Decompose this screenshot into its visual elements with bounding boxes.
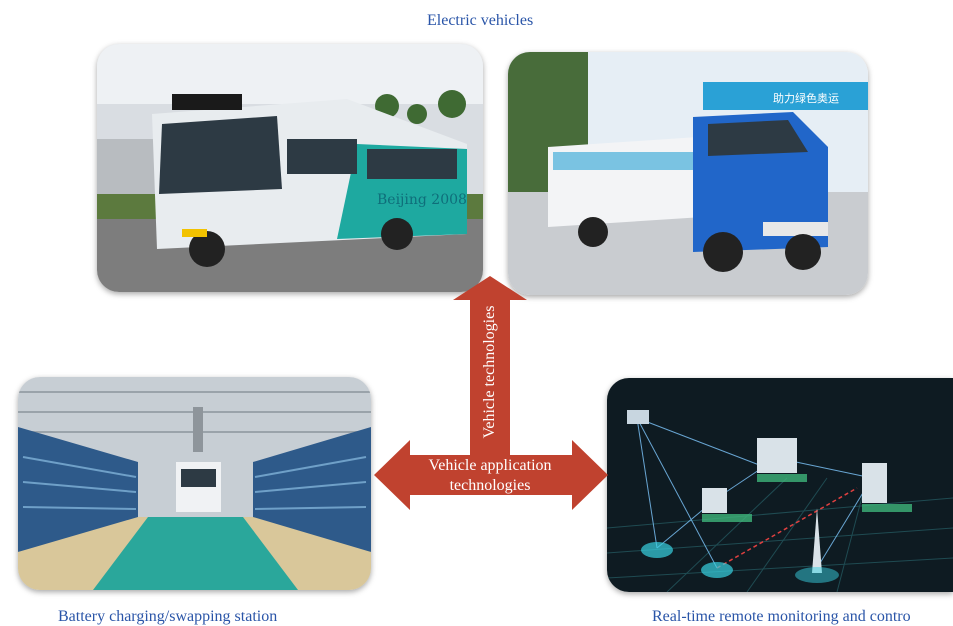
remote-monitoring-photo	[607, 378, 953, 592]
horizontal-double-arrow	[374, 440, 608, 510]
caption-electric-vehicles: Electric vehicles	[427, 12, 534, 29]
caption-remote-monitoring: Real-time remote monitoring and contro	[652, 608, 911, 625]
bus-sign-text: Beijing 2008	[377, 192, 467, 208]
caption-battery-station: Battery charging/swapping station	[58, 608, 278, 625]
horizontal-arrow-label: Vehicle application technologies	[400, 456, 580, 496]
vertical-arrow-label: Vehicle technologies	[481, 305, 498, 439]
battery-station-photo	[18, 377, 371, 590]
horizontal-arrow-label-line2: technologies	[449, 477, 531, 494]
vertical-arrow	[453, 276, 527, 455]
tank-truck-photo: 助力绿色奥运	[508, 52, 868, 295]
electric-bus-photo: Beijing 2008	[97, 44, 483, 292]
horizontal-arrow-label-line1: Vehicle application	[428, 457, 552, 474]
tank-banner-text: 助力绿色奥运	[773, 91, 839, 105]
